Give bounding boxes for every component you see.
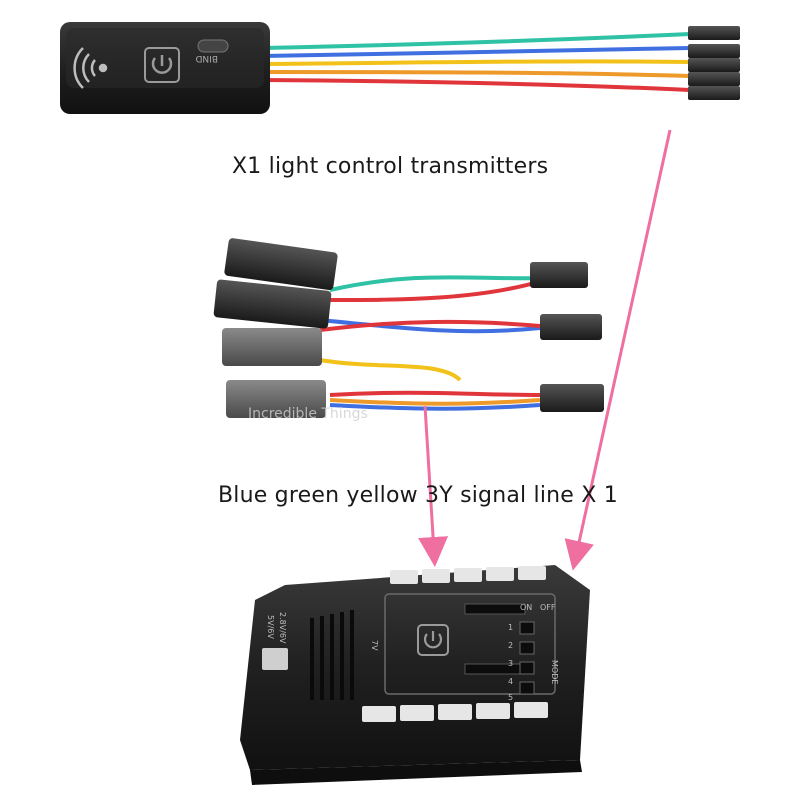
mode-switches [519,621,535,695]
wireless-signal-icon [73,47,108,89]
signal-line-right-plugs [530,262,604,412]
bottom-connector-row [362,702,548,722]
svg-text:5: 5 [508,693,513,702]
svg-text:2: 2 [508,641,513,650]
controller-logo-icon [417,624,449,656]
svg-text:ON: ON [520,603,532,612]
svg-text:4: 4 [508,677,513,686]
svg-text:2.8V/6V: 2.8V/6V [278,612,287,644]
svg-text:OFF: OFF [540,603,556,612]
svg-text:MODE: MODE [550,660,559,684]
y-signal-line: Incredible Things [213,238,604,422]
svg-text:7V: 7V [370,640,379,651]
transmitter-wire-bundle [261,32,691,92]
top-connector-row [390,566,546,584]
pointer-arrows [418,129,672,571]
svg-text:3: 3 [508,659,513,668]
watermark-text: Incredible Things [248,406,368,422]
svg-text:5V/6V: 5V/6V [266,615,275,639]
bind-label: BIND [195,53,218,63]
controller-board: 5V/6V 2.8V/6V 7V 1 2 3 4 5 ON OFF MODE [240,565,590,785]
svg-text:1: 1 [508,623,513,632]
controller-labels: 5V/6V 2.8V/6V 7V 1 2 3 4 5 ON OFF MODE [266,603,559,702]
power-logo-icon [144,47,180,83]
signal-line-wires [319,275,546,411]
arrow-to-controller-left [418,405,449,567]
signal-line-caption: Blue green yellow 3Y signal line X 1 [218,483,618,508]
arrow-to-controller-right [564,129,672,571]
transmitter-device: BIND [60,22,740,114]
power-terminal [262,648,288,670]
signal-line-left-plugs [213,238,338,418]
dupont-connectors [688,26,740,100]
bind-button[interactable] [197,39,229,53]
transmitter-caption: X1 light control transmitters [232,154,549,179]
controller-body [240,565,590,770]
vent-grille [310,610,354,700]
